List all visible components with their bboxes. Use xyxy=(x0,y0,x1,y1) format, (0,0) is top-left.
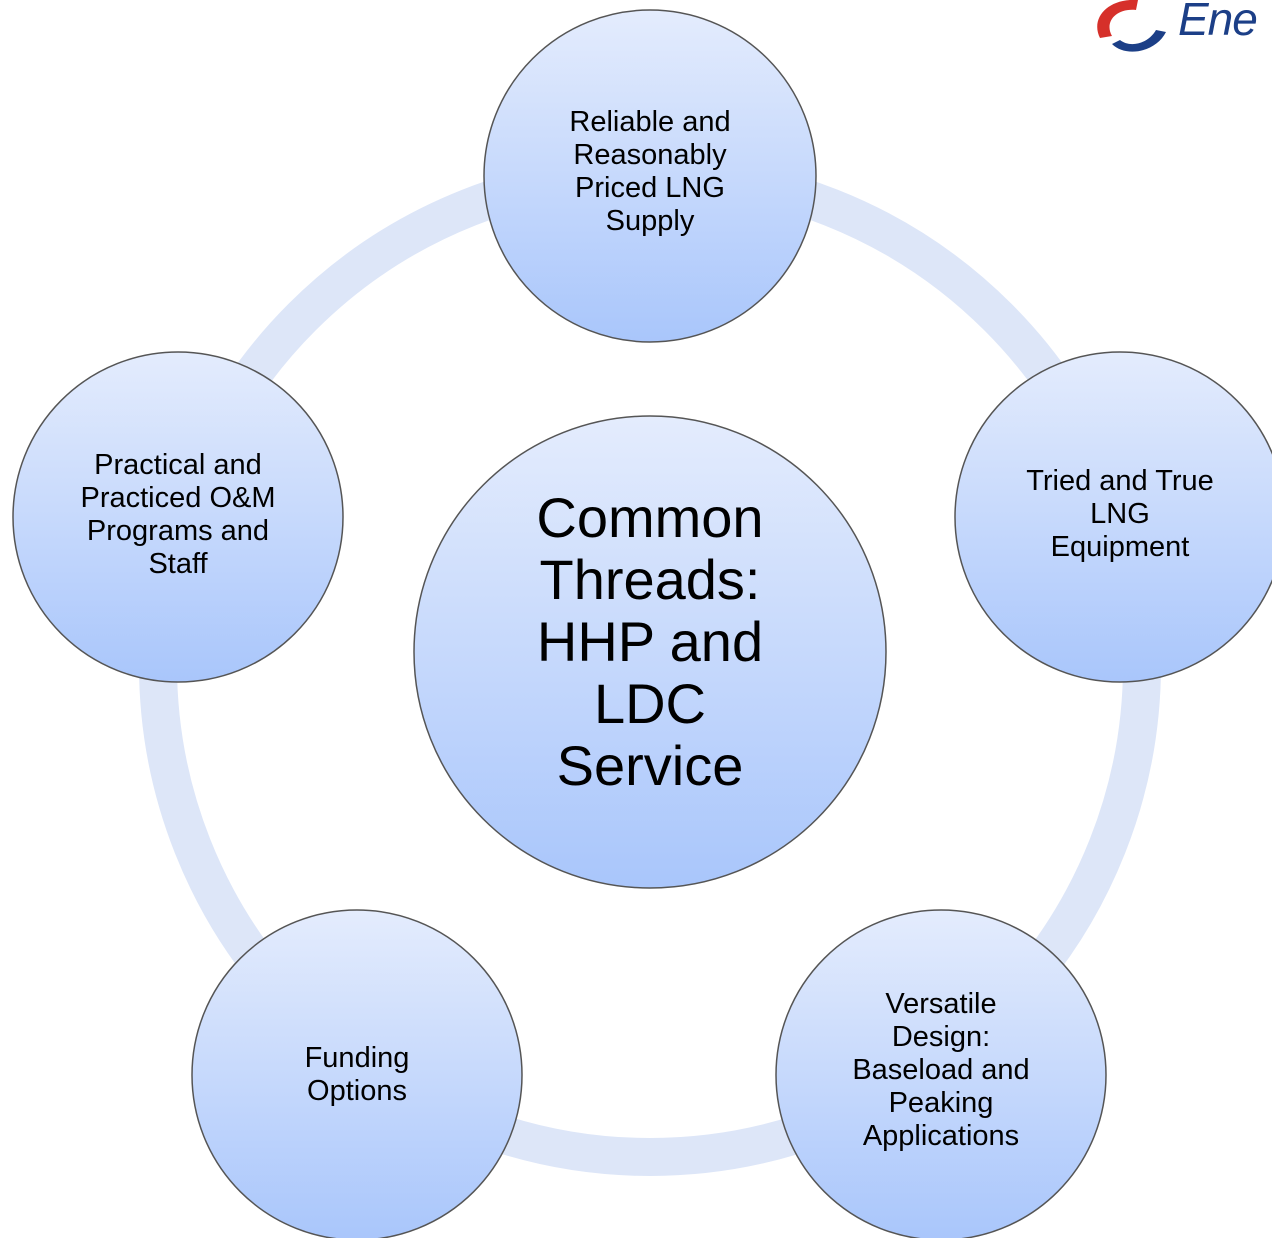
node-label-reliable-supply: Reliable and Reasonably Priced LNG Suppl… xyxy=(569,106,731,237)
center-node-label: Common Threads: HHP and LDC Service xyxy=(536,486,764,797)
node-funding xyxy=(191,909,523,1238)
node-label-versatile-design: Versatile Design: Baseload and Peaking A… xyxy=(852,987,1030,1152)
node-label-om-programs: Practical and Practiced O&M Programs and… xyxy=(80,449,276,580)
node-label-funding: Funding Options xyxy=(304,1042,410,1107)
swirl-logo-icon xyxy=(1097,0,1166,52)
node-reliable-supply xyxy=(483,9,817,343)
node-versatile-design xyxy=(775,909,1107,1238)
node-label-equipment: Tried and True LNG Equipment xyxy=(1026,464,1214,563)
company-logo xyxy=(1097,0,1166,52)
node-equipment xyxy=(954,351,1272,683)
logo-wordmark: Ene xyxy=(1178,0,1258,45)
node-om-programs xyxy=(12,351,344,683)
center-node xyxy=(413,415,887,889)
